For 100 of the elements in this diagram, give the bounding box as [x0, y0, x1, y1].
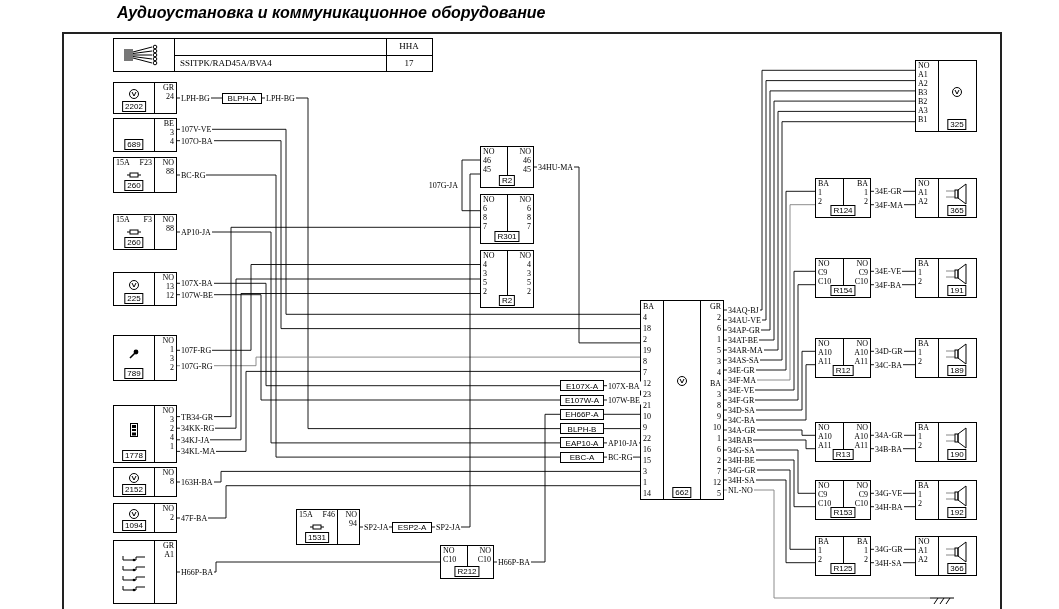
pin-label: 2: [717, 313, 721, 322]
pin-label: GR: [162, 83, 174, 92]
wire-label: LPH-BG: [180, 93, 211, 103]
wire-label: 34C-BA: [874, 360, 904, 370]
pin-label: 8: [527, 213, 531, 222]
pin-label: 9: [717, 412, 721, 421]
inline-connector: [560, 408, 604, 420]
wire-label: 107G-JA: [427, 180, 459, 190]
pin-label: 1: [717, 335, 721, 344]
component-box: [113, 118, 177, 152]
wire: [603, 413, 641, 415]
component-number: 189: [947, 365, 967, 376]
control-unit: [640, 300, 724, 500]
pin-label: 8: [717, 401, 721, 410]
wire-label: 34B-BA: [874, 444, 904, 454]
speaker-box: [915, 178, 977, 218]
pin-label: C10: [443, 555, 457, 564]
pin-label: NO: [162, 158, 174, 167]
pin-label: 2: [643, 335, 647, 344]
inline-connector: [560, 451, 604, 463]
inline-connector: [560, 380, 604, 392]
wire-label: 34AQ-BJ: [727, 305, 760, 315]
pin-label: 45: [523, 165, 531, 174]
pin-label: 1: [918, 490, 922, 499]
pin-label: 10: [643, 412, 651, 421]
pin-label: 24: [166, 92, 174, 101]
pin-label: 2: [170, 513, 174, 522]
pin-label: BA: [818, 179, 830, 188]
connector-block: [480, 194, 534, 244]
pin-label: 5: [483, 278, 487, 287]
pin-label: 7: [717, 467, 721, 476]
component-number: 225: [124, 293, 144, 304]
speaker-box: [915, 338, 977, 378]
pin-label: GR: [709, 302, 721, 311]
pin-label: NO: [818, 423, 830, 432]
pin-label: 2: [170, 424, 174, 433]
wire: [176, 282, 561, 387]
component-number: 190: [947, 449, 967, 460]
wire-label: 34F-GR: [727, 395, 756, 405]
speaker-box: [915, 258, 977, 298]
pin-label: 14: [643, 489, 651, 498]
pin-label: 8: [170, 477, 174, 486]
pin-label: 3: [170, 354, 174, 363]
wire-label: 34G-SA: [727, 445, 756, 455]
component-number: R124: [830, 205, 856, 216]
pin-label: NO: [162, 504, 174, 513]
pin-label: 2: [918, 277, 922, 286]
wire-label: 34H-BA: [874, 502, 904, 512]
component-box: [113, 82, 177, 114]
pin-label: 8: [643, 357, 647, 366]
inline-connector: [560, 423, 604, 435]
pin-label: BA: [918, 423, 930, 432]
pin-label: NO: [519, 195, 531, 204]
wire: [176, 174, 561, 458]
pin-label: 16: [643, 445, 651, 454]
pin-label: C10: [818, 277, 832, 286]
pin-label: BA: [643, 302, 655, 311]
pin-label: NO: [162, 215, 174, 224]
component-box: [915, 60, 977, 132]
pin-label: 22: [643, 434, 651, 443]
pin-label: 10: [713, 423, 721, 432]
component-number: 260: [124, 180, 144, 191]
component-number: R154: [830, 285, 856, 296]
pin-label: 3: [717, 390, 721, 399]
pin-label: 4: [170, 433, 174, 442]
component-number: 365: [947, 205, 967, 216]
pin-label: 2: [483, 287, 487, 296]
pin-label: B3: [918, 88, 928, 97]
pin-label: 23: [643, 390, 651, 399]
wire-label: 107G-RG: [180, 361, 214, 371]
wire-label: 47F-BA: [180, 513, 209, 523]
inline-connector: [222, 92, 262, 104]
pin-label: 18: [643, 324, 651, 333]
pin-label: 1: [818, 546, 822, 555]
pin-label: NO: [856, 423, 868, 432]
connector-name: EH66P-A: [565, 409, 599, 419]
pin-label: NO: [162, 336, 174, 345]
wire-label: 107W-BE: [180, 290, 214, 300]
component-number: 1531: [305, 532, 329, 543]
pin-label: 7: [527, 222, 531, 231]
component-number: 191: [947, 285, 967, 296]
pin-label: A1: [164, 550, 174, 559]
pin-label: BE: [163, 119, 174, 128]
pin-label: NO: [856, 339, 868, 348]
wire-label: H66P-BA: [497, 557, 531, 567]
pin-label: 45: [483, 165, 491, 174]
wire-label: 34G-GR: [727, 465, 757, 475]
pin-label: NO: [856, 481, 868, 490]
component-number: R13: [832, 449, 854, 460]
component-box: [113, 540, 177, 604]
pin-label: NO: [162, 468, 174, 477]
pin-label: BA: [856, 537, 868, 546]
pin-label: 4: [527, 260, 531, 269]
pin-label: A1: [918, 546, 928, 555]
pin-label: A10: [854, 348, 868, 357]
connector-name: E107W-A: [564, 395, 600, 405]
pin-label: 3: [643, 467, 647, 476]
pin-label: 12: [643, 379, 651, 388]
pin-label: NO: [345, 510, 357, 519]
pin-label: NO: [818, 259, 830, 268]
